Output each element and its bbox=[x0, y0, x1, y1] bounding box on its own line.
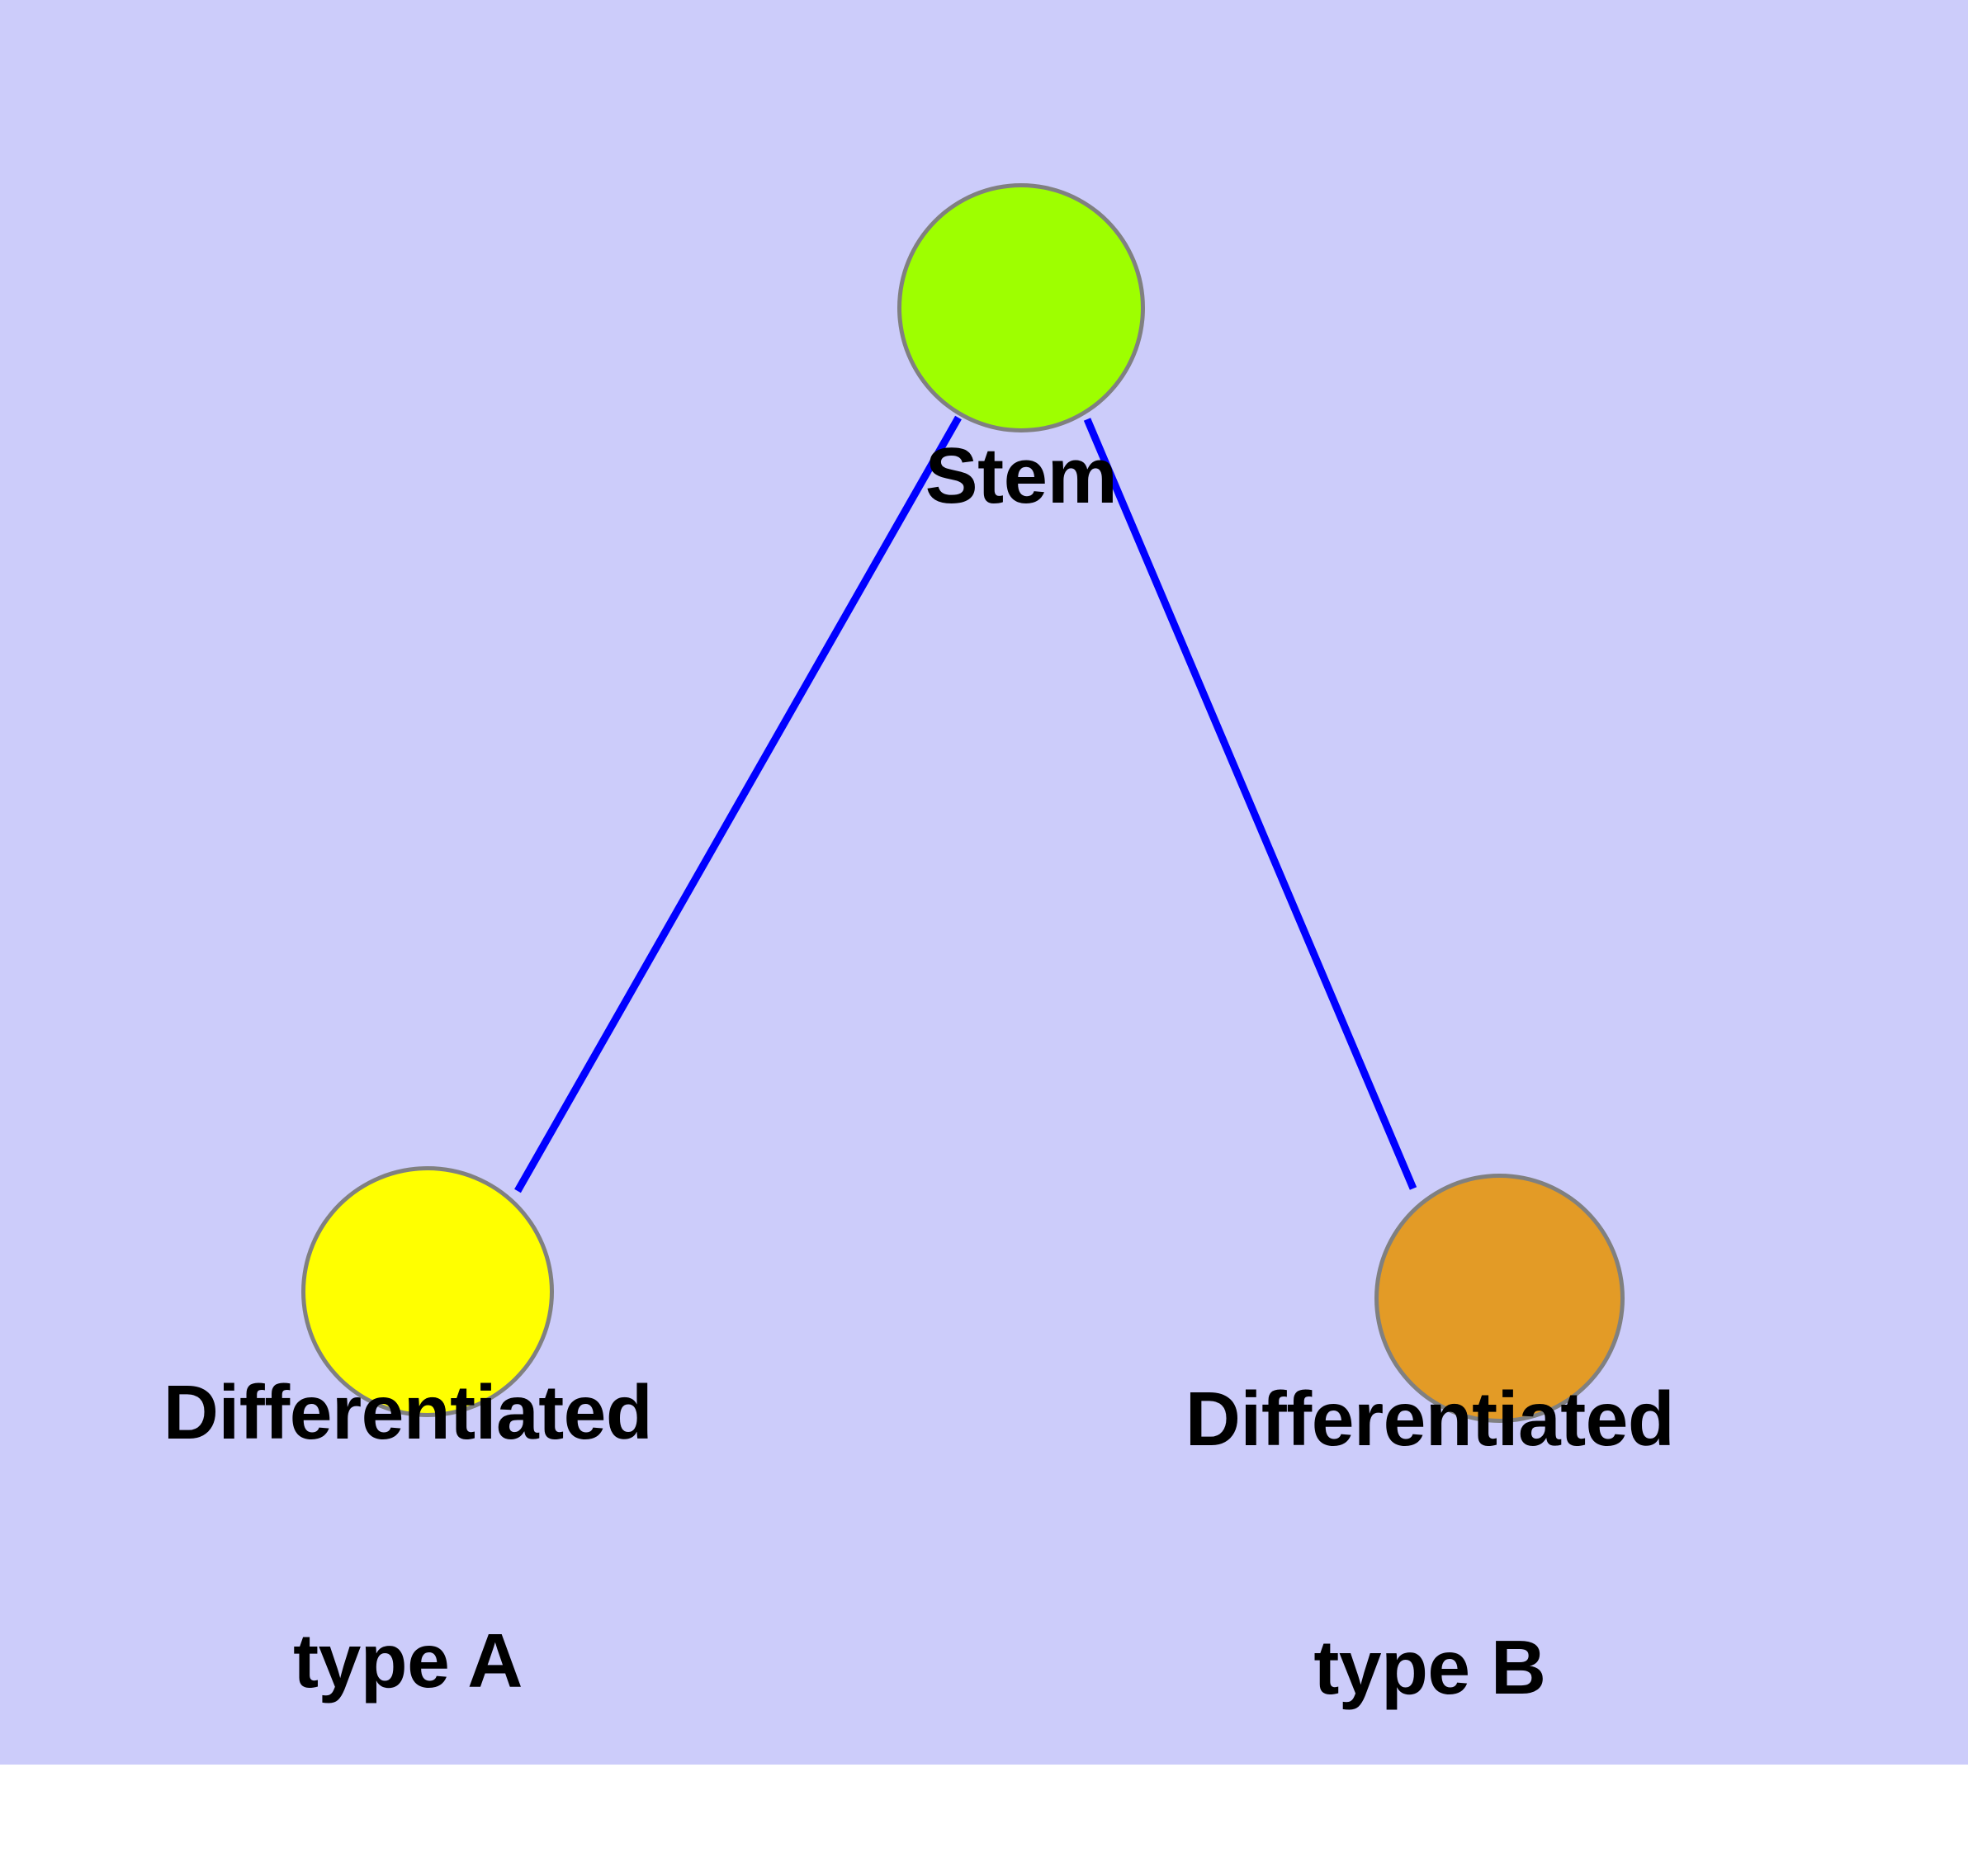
edge-layer bbox=[514, 415, 1417, 1193]
graph-canvas: Differentiated type A Differentiated typ… bbox=[0, 0, 1968, 1765]
node-stem[interactable] bbox=[897, 183, 1145, 432]
node-differentiated-type-b[interactable] bbox=[1374, 1174, 1625, 1423]
node-differentiated-type-a[interactable] bbox=[301, 1166, 554, 1417]
edge-stem-to-diff-a bbox=[514, 415, 962, 1193]
edge-stem-to-diff-b bbox=[1083, 418, 1417, 1190]
